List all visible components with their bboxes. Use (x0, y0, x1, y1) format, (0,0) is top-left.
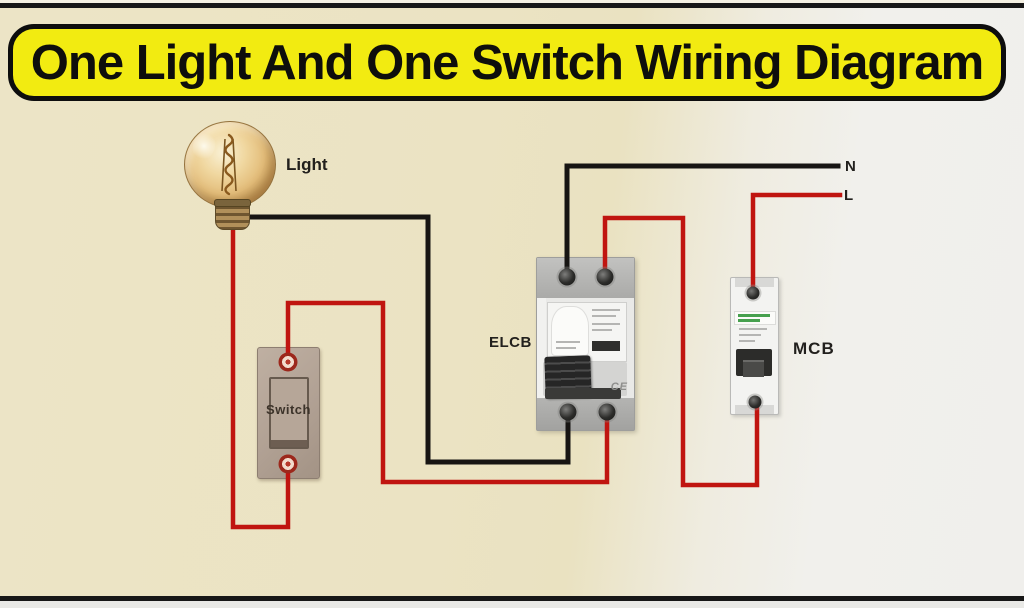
top-margin-strip (0, 0, 1024, 3)
bulb-base (214, 199, 251, 230)
elcb-ce-mark: CE (610, 381, 628, 393)
label-line: L (844, 187, 854, 204)
label-neutral: N (845, 158, 856, 175)
bottom-margin-strip (0, 601, 1024, 608)
elcb-label-panel (547, 302, 627, 362)
label-light: Light (286, 155, 328, 174)
mcb-toggle[interactable] (736, 349, 772, 377)
switch-label: Switch (266, 402, 311, 417)
mcb-brand-label (734, 311, 776, 325)
terminal-switch-bottom (278, 454, 298, 474)
label-mcb: MCB (793, 339, 835, 358)
label-elcb: ELCB (489, 334, 532, 351)
terminal-elcb-bottom-right (598, 403, 616, 421)
elcb-top-terminal-band (537, 258, 634, 298)
terminal-mcb-top (746, 286, 760, 300)
bulb-filament (221, 133, 237, 196)
elcb-bottom-terminal-band (537, 398, 634, 430)
terminal-mcb-bottom (748, 395, 762, 409)
page-title: One Light And One Switch Wiring Diagram (30, 35, 984, 90)
terminal-switch-top (278, 352, 298, 372)
elcb-device: CE (536, 257, 635, 431)
terminal-elcb-bottom-left (559, 403, 577, 421)
title-banner: One Light And One Switch Wiring Diagram (8, 24, 1006, 101)
elcb-toggle-base (545, 388, 621, 399)
terminal-elcb-top-right (596, 268, 614, 286)
terminal-elcb-top-left (558, 268, 576, 286)
mcb-top-cap (735, 278, 774, 287)
top-border-line (0, 3, 1024, 8)
bottom-border-line (0, 596, 1024, 601)
elcb-rating-chip (592, 341, 620, 351)
